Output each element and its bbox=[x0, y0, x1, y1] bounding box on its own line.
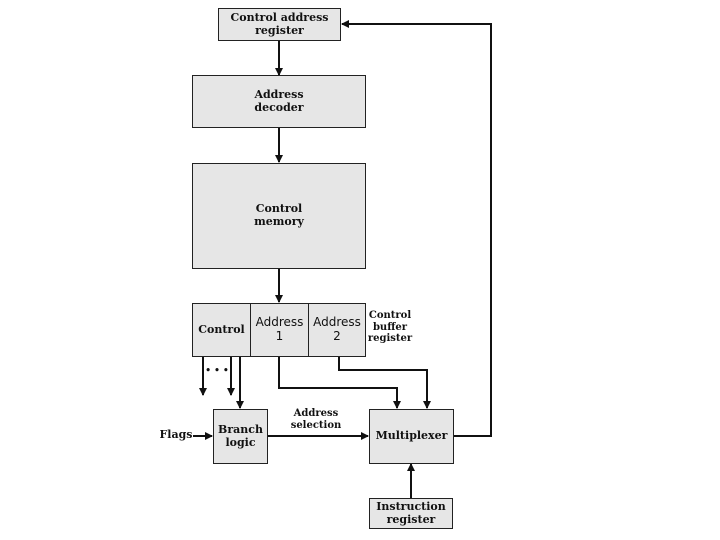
branch-logic: Branch logic bbox=[213, 409, 268, 464]
cbr-control-field: Control bbox=[192, 303, 251, 357]
arrow-mux-to-car bbox=[341, 20, 492, 437]
control-address-register: Control address register bbox=[218, 8, 341, 41]
control-memory: Control memory bbox=[192, 163, 366, 269]
ellipsis: • • • bbox=[205, 366, 229, 376]
address-decoder: Address decoder bbox=[192, 75, 366, 128]
address-selection-label: Address selection bbox=[290, 408, 342, 431]
instruction-register: Instruction register bbox=[369, 498, 453, 529]
cbr-address2-field: Address 2 bbox=[308, 303, 366, 357]
arrow-address1-to-mux bbox=[278, 356, 401, 409]
arrow-address2-to-mux bbox=[338, 356, 431, 409]
control-buffer-register-label: Control buffer register bbox=[367, 310, 413, 344]
multiplexer: Multiplexer bbox=[369, 409, 454, 464]
flags-label: Flags bbox=[159, 428, 193, 441]
cbr-address1-field: Address 1 bbox=[250, 303, 309, 357]
